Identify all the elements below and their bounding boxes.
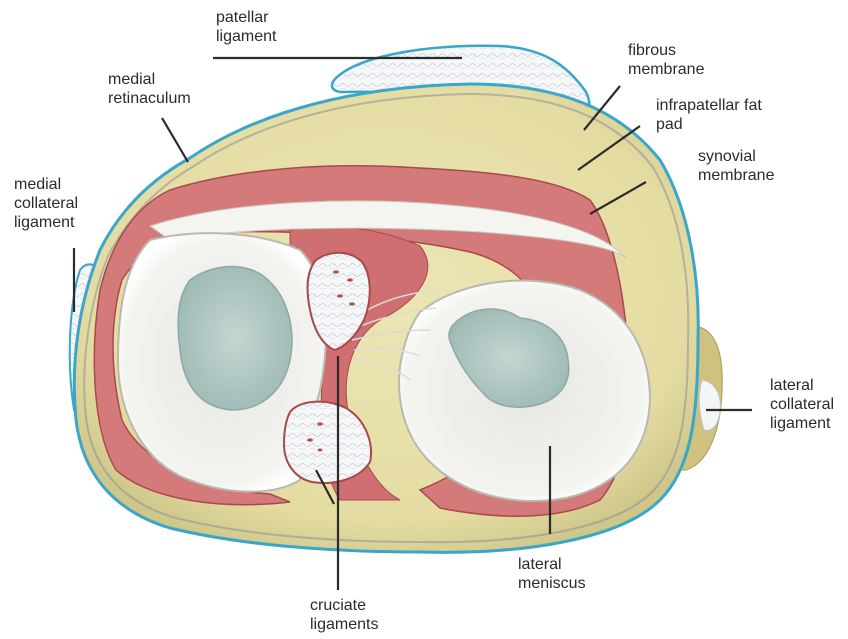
label-medial-collateral-ligament: medial collateral ligament: [14, 175, 78, 232]
label-medial-retinaculum: medial retinaculum: [108, 70, 191, 108]
label-synovial-membrane: synovial membrane: [698, 147, 774, 185]
label-fibrous-membrane: fibrous membrane: [628, 41, 704, 79]
medial-tibial-cartilage: [178, 267, 292, 411]
label-lateral-collateral-ligament: lateral collateral ligament: [770, 376, 834, 433]
label-infrapatellar-fat-pad: infrapatellar fat pad: [656, 96, 762, 134]
label-cruciate-ligaments: cruciate ligaments: [310, 596, 378, 634]
label-patellar-ligament: patellar ligament: [216, 8, 276, 46]
leader-medial-retinaculum: [162, 118, 188, 162]
label-lateral-meniscus: lateral meniscus: [518, 555, 586, 593]
